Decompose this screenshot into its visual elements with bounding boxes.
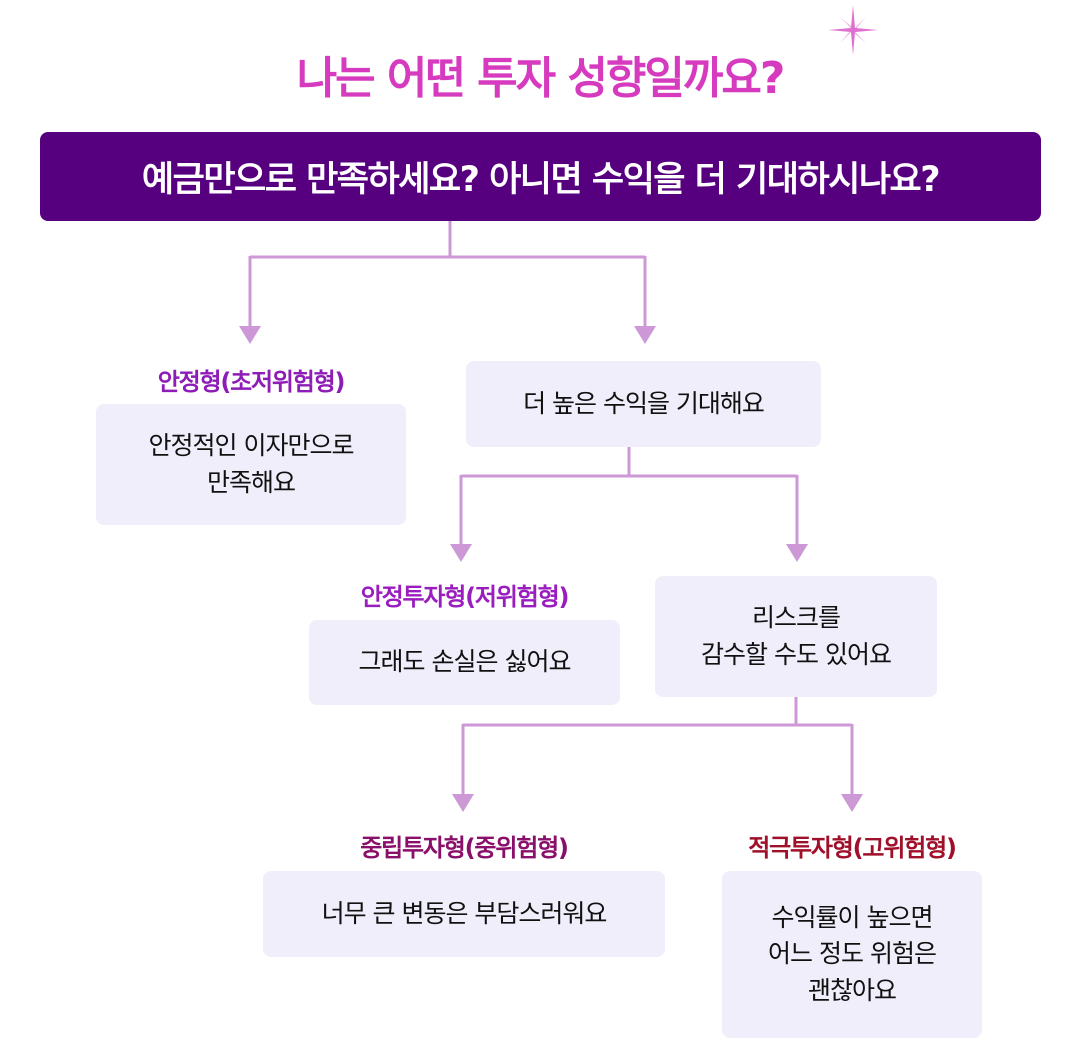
- more-return-box: 더 높은 수익을 기대해요: [466, 361, 821, 447]
- neutral-type-label: 중립투자형(중위험형): [360, 834, 569, 862]
- arrow-icon: [239, 326, 261, 344]
- arrow-icon: [634, 326, 656, 344]
- take-risk-box: 리스크를 감수할 수도 있어요: [655, 576, 937, 697]
- stable-invest-type-box: 그래도 손실은 싫어요: [309, 620, 620, 705]
- aggressive-type-label: 적극투자형(고위험형): [748, 834, 957, 862]
- arrow-icon: [841, 794, 863, 812]
- aggressive-type-box: 수익률이 높으면 어느 정도 위험은 괜찮아요: [722, 871, 982, 1038]
- arrow-icon: [452, 794, 474, 812]
- question-header: 예금만으로 만족하세요? 아니면 수익을 더 기대하시나요?: [40, 132, 1041, 221]
- sparkle-icon: [828, 5, 878, 55]
- arrow-icon: [450, 544, 472, 562]
- page-title: 나는 어떤 투자 성향일까요?: [296, 53, 786, 104]
- stable-type-label: 안정형(초저위험형): [157, 368, 346, 396]
- neutral-type-box: 너무 큰 변동은 부담스러워요: [263, 871, 665, 957]
- stable-type-box: 안정적인 이자만으로 만족해요: [96, 404, 406, 525]
- arrow-icon: [786, 544, 808, 562]
- stable-invest-type-label: 안정투자형(저위험형): [360, 583, 570, 611]
